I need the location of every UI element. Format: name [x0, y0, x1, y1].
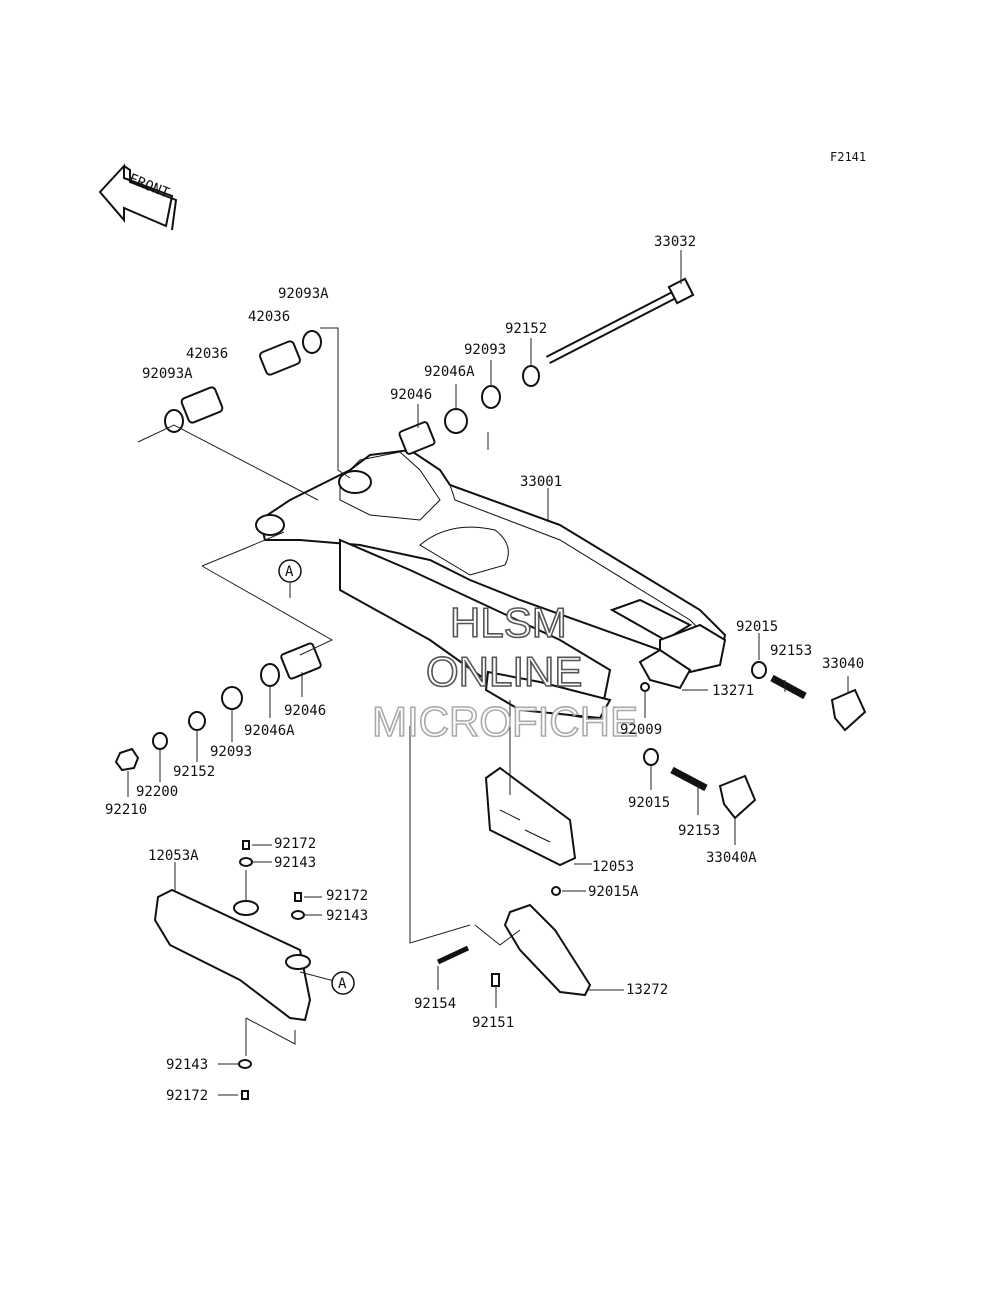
- label-12053: 12053: [592, 859, 634, 875]
- washer-92152-top: [522, 365, 540, 387]
- chain-slider-12053A: [153, 840, 312, 1100]
- label-92093A-top: 92093A: [278, 286, 329, 302]
- label-92143-b: 92143: [326, 908, 368, 924]
- label-92151: 92151: [472, 1015, 514, 1031]
- collar-42036-mid: [180, 386, 224, 424]
- nut-92210: [114, 747, 140, 772]
- front-arrow-icon: FRONT: [98, 163, 178, 231]
- label-92093-top: 92093: [464, 342, 506, 358]
- leader-lines: [127, 250, 849, 1096]
- label-92093-low: 92093: [210, 744, 252, 760]
- label-92143-a: 92143: [274, 855, 316, 871]
- seal-92093-top: [481, 385, 501, 409]
- block-33040A: [718, 774, 757, 820]
- label-92172-c: 92172: [166, 1088, 208, 1104]
- bearing-92046A-low: [260, 663, 280, 687]
- washer-92143-c: [238, 1059, 252, 1069]
- label-92046A-top: 92046A: [424, 364, 475, 380]
- seal-92093A-left: [164, 409, 184, 433]
- label-92046A-low: 92046A: [244, 723, 295, 739]
- label-92046-top: 92046: [390, 387, 432, 403]
- watermark-line2: ONLINE: [426, 648, 582, 695]
- bolt-92153-r: [770, 674, 807, 700]
- washer-92143-b: [291, 910, 305, 920]
- block-33040: [830, 688, 867, 732]
- ref-mark-a-lower-label: A: [338, 976, 347, 992]
- label-92143-c: 92143: [166, 1057, 208, 1073]
- label-92210: 92210: [105, 802, 147, 818]
- figure-code: F2141: [830, 150, 866, 164]
- chain-slider-12053: [484, 670, 612, 867]
- washer-92143-a: [239, 857, 253, 867]
- watermark-line1: HLSM: [450, 599, 567, 646]
- part-labels: 33032 92093A 42036 42036 92093A 92152 92…: [105, 234, 864, 1104]
- bearing-92046-low: [280, 642, 322, 680]
- ref-mark-a-upper-label: A: [285, 564, 294, 580]
- label-42036-mid: 42036: [186, 346, 228, 362]
- adjuster-parts: [638, 648, 867, 820]
- label-33040A: 33040A: [706, 850, 757, 866]
- seal-92093A-top: [302, 330, 322, 354]
- nut-92015-r: [751, 661, 767, 679]
- label-42036-top: 42036: [248, 309, 290, 325]
- label-92154: 92154: [414, 996, 456, 1012]
- bearing-92046A-top: [444, 408, 468, 434]
- label-92152-top: 92152: [505, 321, 547, 337]
- screw-92172-b: [294, 892, 302, 902]
- plate-13271: [638, 648, 692, 690]
- label-92153-right: 92153: [770, 643, 812, 659]
- label-33032: 33032: [654, 234, 696, 250]
- label-13271: 13271: [712, 683, 754, 699]
- label-92015-right: 92015: [736, 619, 778, 635]
- label-92046-low: 92046: [284, 703, 326, 719]
- label-12053A: 12053A: [148, 848, 199, 864]
- pivot-parts-lower: [114, 642, 322, 772]
- label-92015-low: 92015: [628, 795, 670, 811]
- bolt-92154: [436, 945, 470, 965]
- label-13272: 13272: [626, 982, 668, 998]
- bearing-92046-top: [398, 421, 436, 455]
- screw-92009: [640, 682, 650, 692]
- seal-92093-low: [221, 686, 243, 710]
- watermark-line3: MICROFICHE: [372, 698, 638, 745]
- ref-mark-a-lower: A: [331, 971, 355, 995]
- label-92152-low: 92152: [173, 764, 215, 780]
- axle-33032: [545, 277, 695, 365]
- bolt-92153-low: [670, 766, 708, 792]
- nut-92015-low: [643, 748, 659, 766]
- ref-mark-a-upper: A: [278, 559, 302, 583]
- washer-92152-low: [188, 711, 206, 731]
- label-92172-a: 92172: [274, 836, 316, 852]
- label-33040: 33040: [822, 656, 864, 672]
- pivot-parts-upper: [164, 330, 540, 455]
- label-92172-b: 92172: [326, 888, 368, 904]
- bolt-92151: [491, 973, 500, 987]
- watermark: HLSM ONLINE MICROFICHE: [371, 598, 639, 746]
- nut-92015A: [551, 886, 561, 896]
- label-92093A-left: 92093A: [142, 366, 193, 382]
- label-92153-low: 92153: [678, 823, 720, 839]
- screw-92172-c: [241, 1090, 249, 1100]
- collar-42036-top: [259, 340, 301, 376]
- label-92009: 92009: [620, 722, 662, 738]
- label-92015A: 92015A: [588, 884, 639, 900]
- label-92200: 92200: [136, 784, 178, 800]
- chain-guide-13272: [436, 886, 592, 997]
- screw-92172-a: [242, 840, 250, 850]
- label-33001: 33001: [520, 474, 562, 490]
- washer-92200: [152, 732, 168, 750]
